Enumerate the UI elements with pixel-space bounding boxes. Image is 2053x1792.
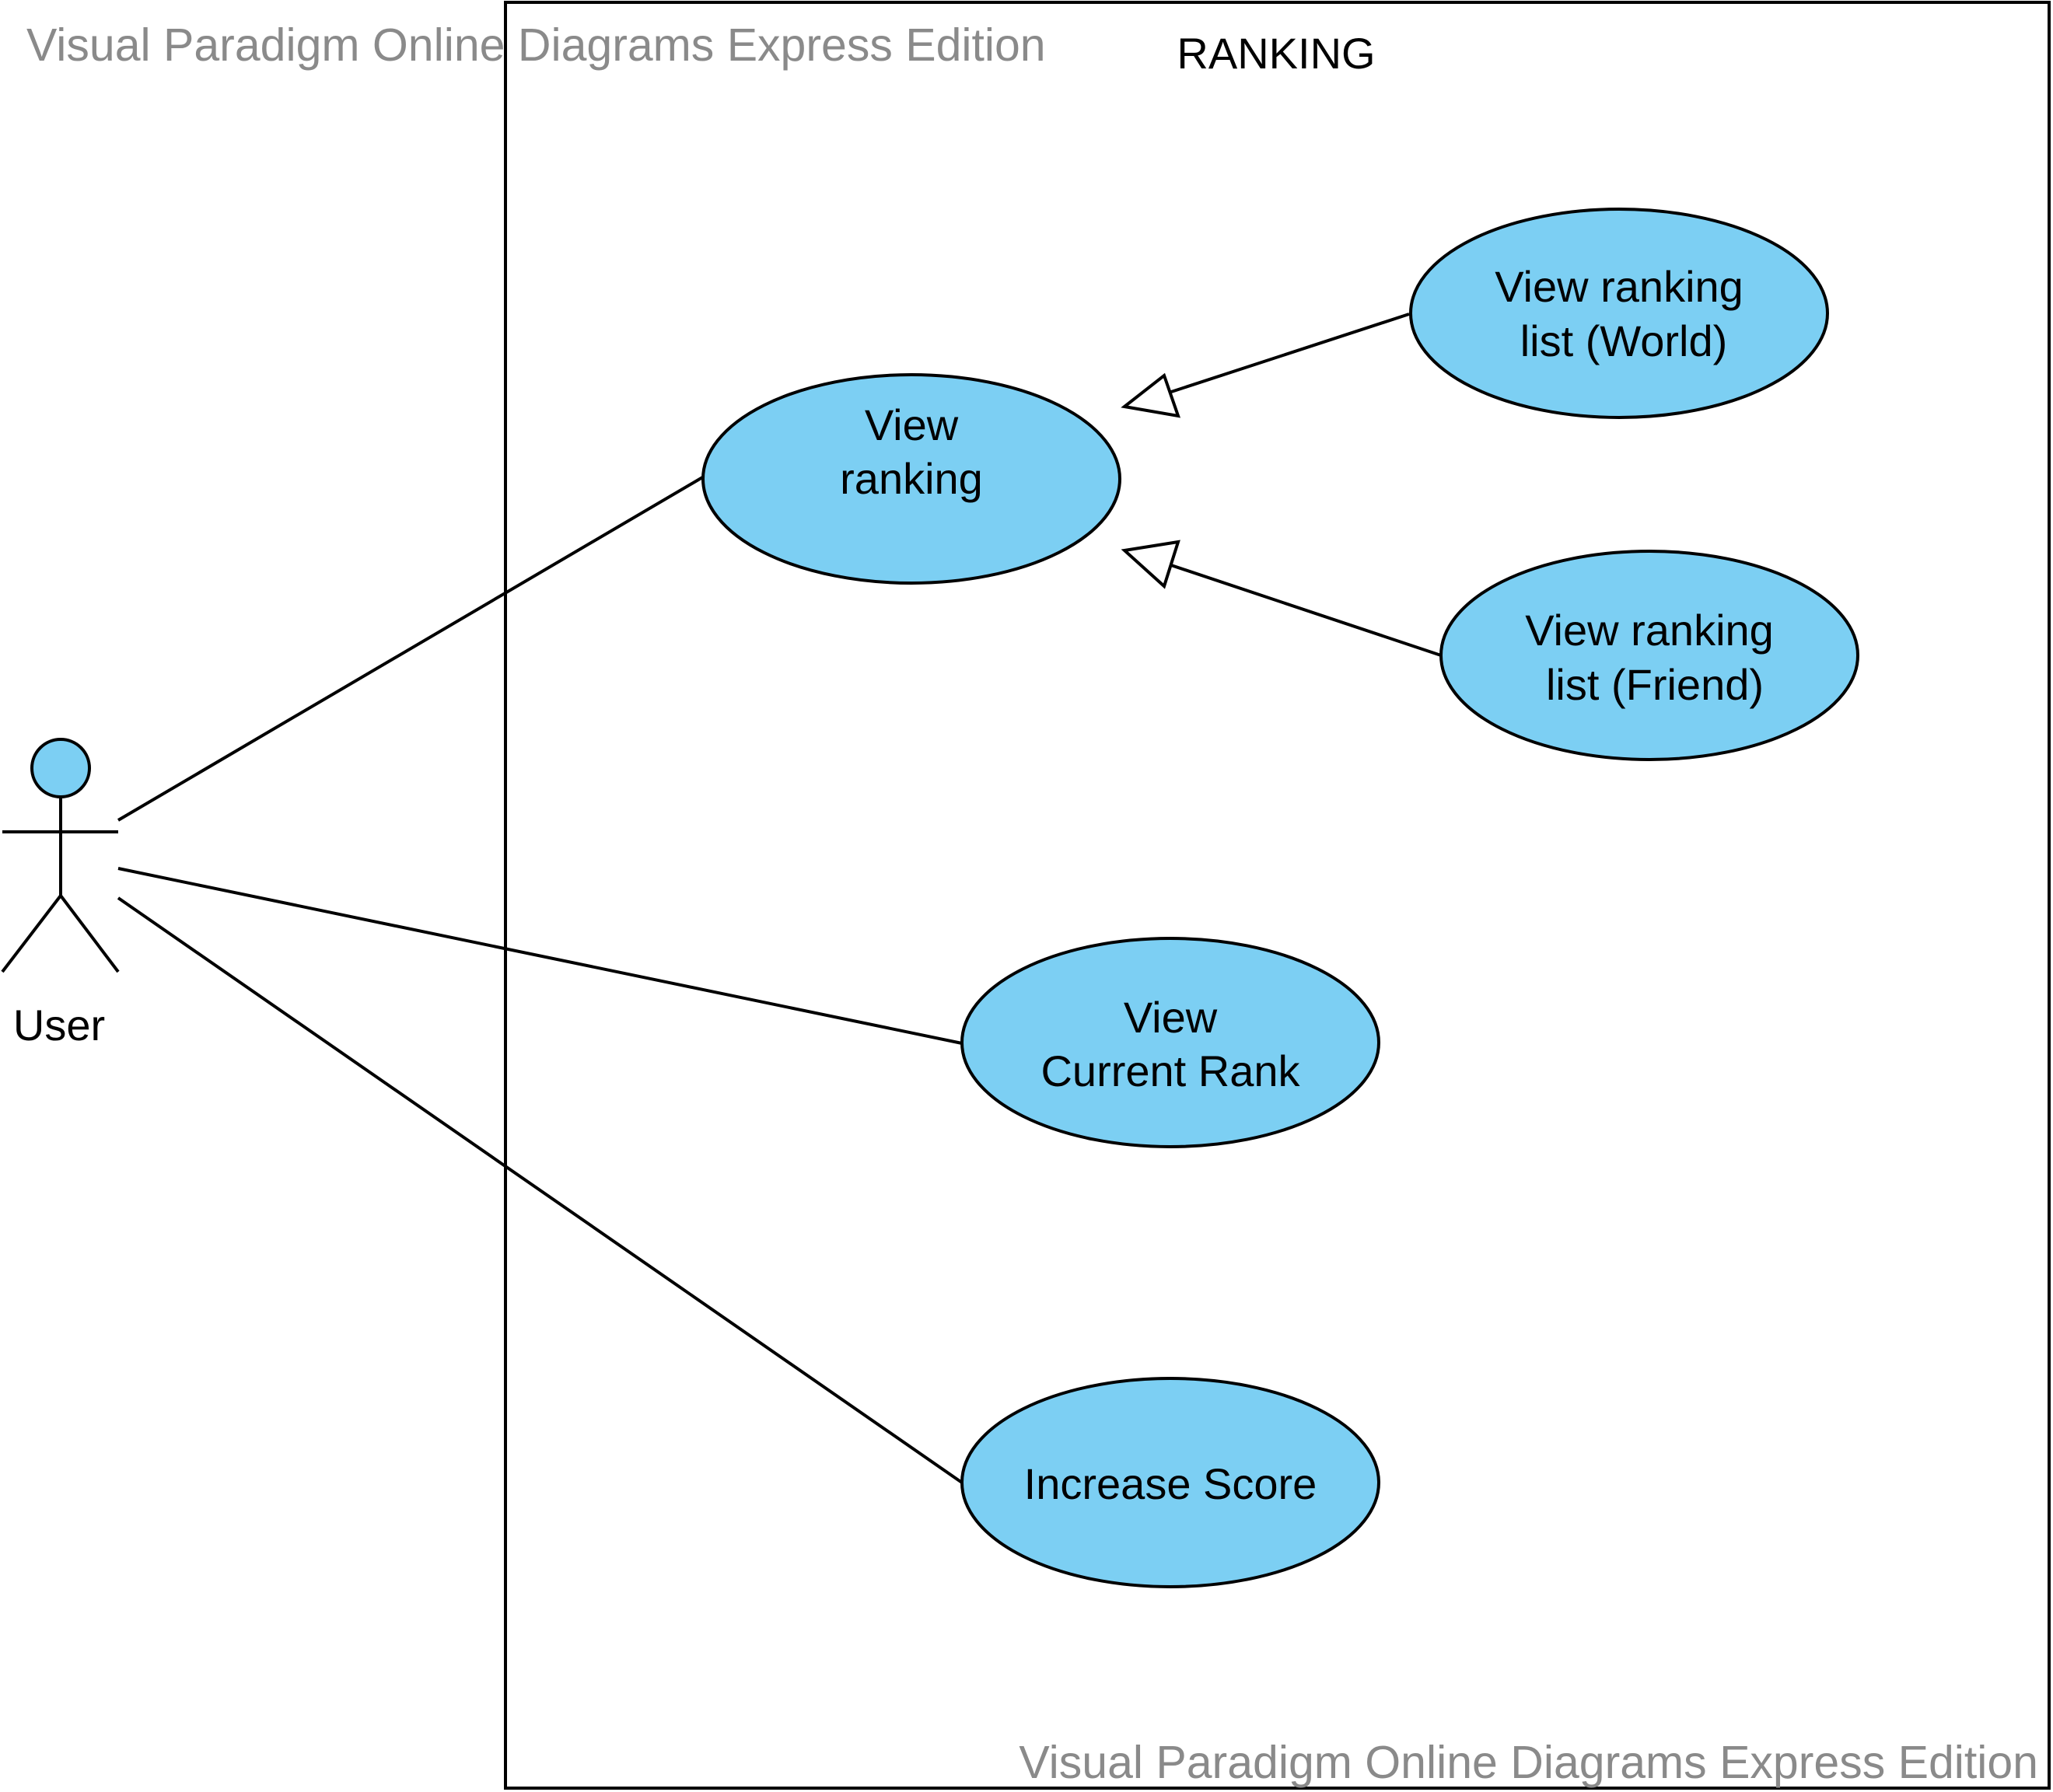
watermark-bottom: Visual Paradigm Online Diagrams Express … <box>1019 1737 2038 1788</box>
use-case-view-ranking-list-world-line2: list (World) <box>1520 316 1728 365</box>
use-case-view-ranking-line1: View <box>865 400 959 449</box>
use-case-view-ranking-list-world: View ranking list (World) <box>1409 208 1829 419</box>
use-case-view-ranking-list-world-shape <box>1409 208 1829 419</box>
generalization-friend-arrowhead <box>1121 540 1180 589</box>
generalization-world-arrowhead <box>1121 372 1180 418</box>
actor-head-icon <box>30 738 91 798</box>
use-case-increase-score: Increase Score <box>960 1377 1380 1588</box>
use-case-view-current-rank-line1: View <box>1124 993 1218 1042</box>
association-user-increase-score <box>117 896 964 1484</box>
use-case-increase-score-shape <box>960 1377 1380 1588</box>
association-user-view-ranking <box>117 475 705 822</box>
actor-user: User <box>1 738 120 1050</box>
use-case-view-ranking: View ranking <box>701 373 1121 585</box>
use-case-view-ranking-list-friend-line2: list (Friend) <box>1546 660 1764 709</box>
use-case-increase-score-label: Increase Score <box>1024 1459 1317 1508</box>
use-case-view-ranking-shape <box>701 373 1121 585</box>
use-case-view-ranking-list-world-line1: View ranking <box>1495 262 1743 311</box>
use-case-view-current-rank: View Current Rank <box>960 937 1380 1148</box>
system-boundary <box>504 1 2051 1790</box>
generalization-friend-line <box>1166 562 1442 657</box>
use-case-view-ranking-line2: ranking <box>840 454 983 503</box>
generalization-world-line <box>1166 313 1410 395</box>
system-title: RANKING <box>1177 29 1375 78</box>
use-case-view-current-rank-shape <box>960 937 1380 1148</box>
actor-right-leg <box>59 894 120 973</box>
use-case-view-ranking-list-friend-shape <box>1439 550 1859 761</box>
association-user-view-current-rank <box>117 867 963 1045</box>
use-case-view-ranking-list-friend: View ranking list (Friend) <box>1439 550 1859 761</box>
actor-left-leg <box>1 894 62 973</box>
use-case-view-current-rank-line2: Current Rank <box>1040 1046 1300 1095</box>
use-case-view-ranking-list-friend-line1: View ranking <box>1525 606 1774 655</box>
actor-label: User <box>13 1001 105 1050</box>
watermark-top: Visual Paradigm Online Diagrams Express … <box>26 19 1046 71</box>
